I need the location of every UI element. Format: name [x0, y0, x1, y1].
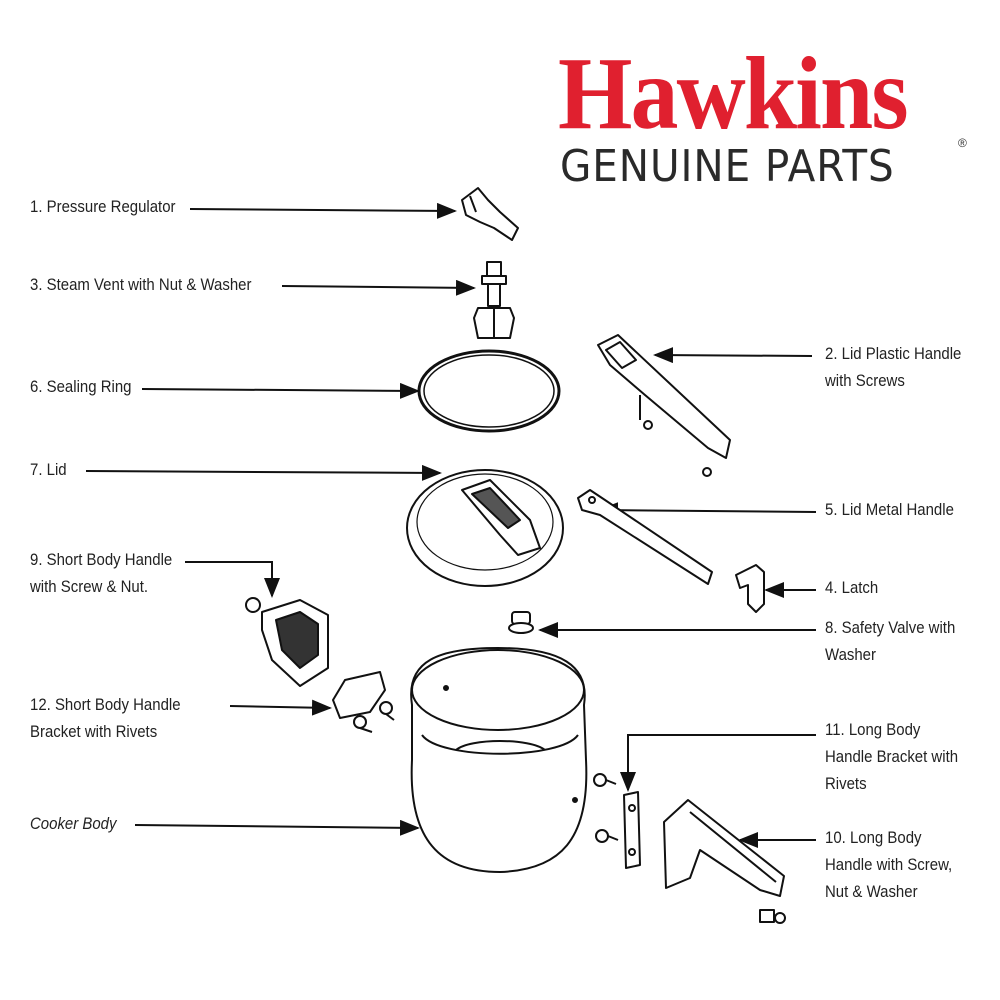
steam-vent-icon	[473, 261, 515, 339]
label-pressure-regulator: 1. Pressure Regulator	[30, 197, 176, 216]
label-steam-vent: 3. Steam Vent with Nut & Washer	[30, 275, 252, 294]
short-body-handle-icon	[245, 597, 329, 687]
label-lid-metal-handle: 5. Lid Metal Handle	[825, 500, 954, 519]
arrow-cooker-body	[134, 819, 420, 836]
lid-icon	[406, 469, 564, 587]
short-handle-bracket-icon	[332, 671, 395, 733]
leader-arrows	[85, 202, 817, 848]
logo-subtitle: GENUINE PARTS	[560, 141, 895, 192]
arrow-lid-metal-handle	[598, 502, 817, 519]
lid-metal-handle-icon	[577, 489, 713, 585]
cooker-body-icon	[410, 647, 588, 873]
label-latch: 4. Latch	[825, 578, 879, 597]
arrow-lid	[85, 464, 442, 481]
label-lid: 7. Lid	[30, 460, 67, 479]
sealing-ring-icon	[417, 349, 561, 433]
pressure-regulator-icon	[461, 187, 519, 241]
arrow-short-handle-bracket	[229, 699, 332, 716]
arrow-short-body-handle	[185, 561, 280, 598]
registered-mark: ®	[958, 136, 967, 150]
label-cooker-body: Cooker Body	[30, 814, 117, 833]
lid-plastic-handle-icon	[597, 334, 731, 477]
safety-valve-icon	[508, 611, 534, 634]
arrow-sealing-ring	[141, 382, 420, 399]
long-handle-bracket-icon	[593, 773, 641, 869]
arrow-long-handle-bracket	[620, 734, 816, 792]
long-body-handle-icon	[663, 799, 786, 924]
label-sealing-ring: 6. Sealing Ring	[30, 377, 132, 396]
latch-icon	[735, 564, 765, 613]
arrow-steam-vent	[281, 279, 476, 296]
arrow-lid-plastic-handle	[653, 347, 813, 364]
brand-logo: Hawkins	[558, 36, 909, 151]
arrow-pressure-regulator	[189, 202, 457, 219]
